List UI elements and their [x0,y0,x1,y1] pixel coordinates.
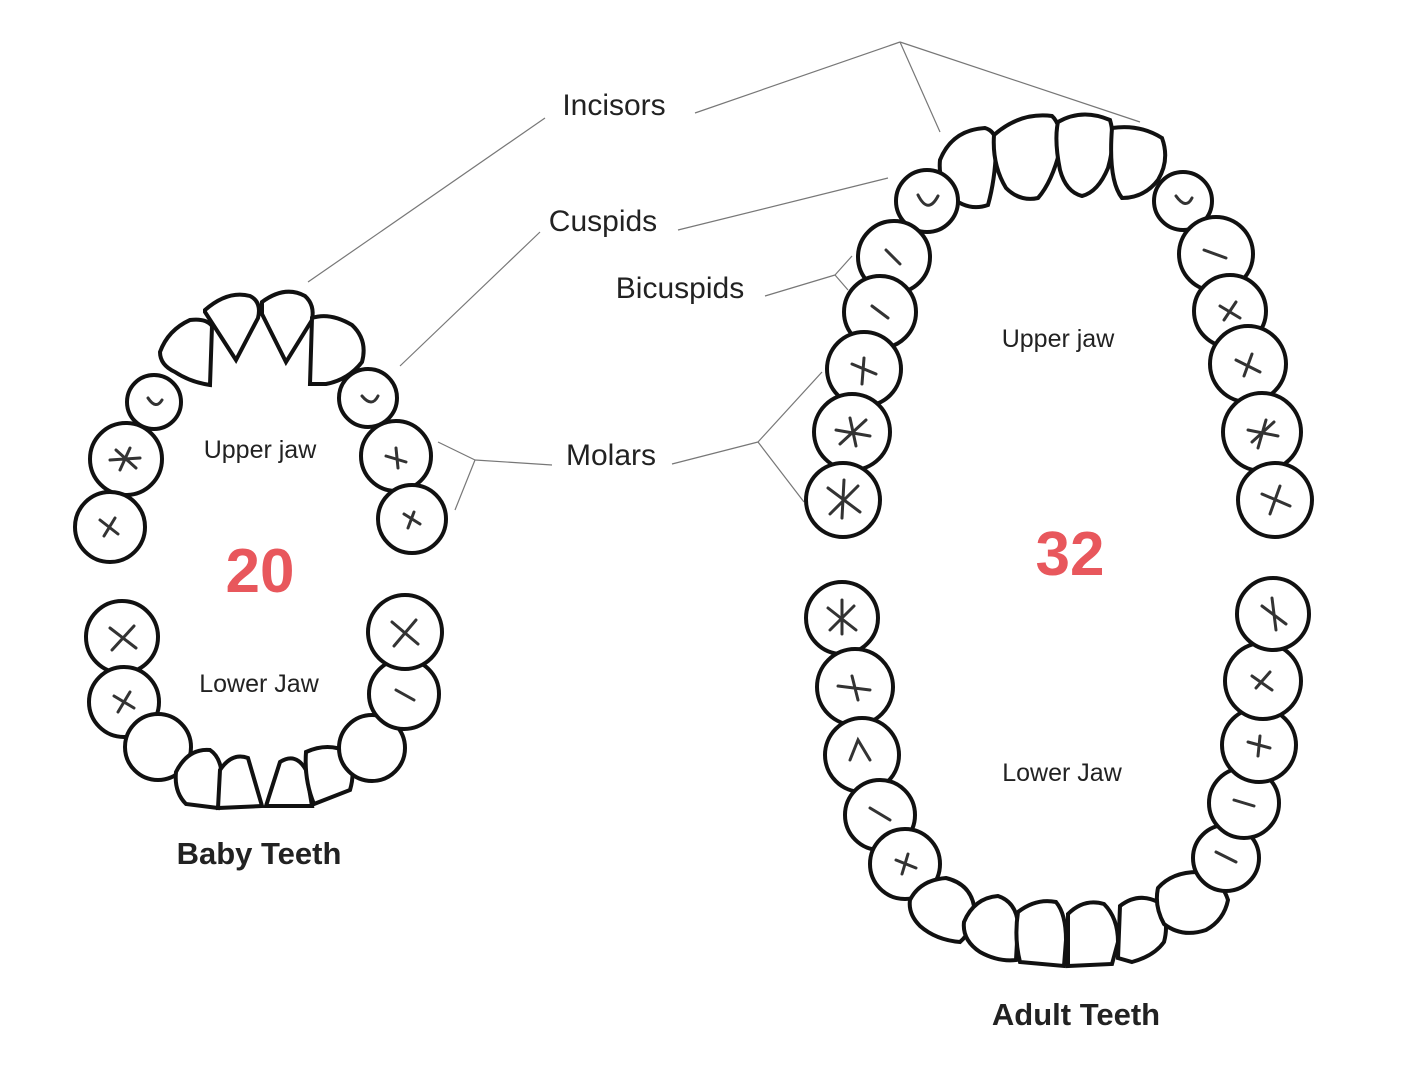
adult-upper-incisor-tooth [1109,125,1168,201]
leader-molars-baby-a [437,441,476,461]
baby-lower-incisor-tooth [215,754,265,811]
adult-lower-incisor-tooth [1066,900,1121,969]
adult-upper-incisor-tooth [1054,112,1115,199]
baby-upper-arch [73,289,448,564]
adult-upper-cuspid-tooth [894,168,960,234]
tooth-fissure [1232,798,1256,808]
leader-bicuspids-adult [764,274,836,297]
leader-cuspids-adult [677,177,889,231]
tooth-fissure [1218,300,1242,322]
tooth-fissure [98,516,120,538]
leader-bicuspids-adult-b [834,274,849,291]
adult-teeth-title: Adult Teeth [992,997,1160,1032]
label-molars: Molars [566,439,656,472]
baby-upper-jaw-label: Upper jaw [204,436,317,464]
adult-lower-jaw-label: Lower Jaw [1002,759,1122,787]
tooth-fissure [390,618,420,648]
tooth-fissure [108,624,138,652]
adult-lower-arch [804,576,1311,969]
label-cuspids: Cuspids [549,205,657,238]
tooth-fissure [1246,734,1272,758]
tooth-fissure [1260,484,1292,516]
tooth-fissure [836,674,872,702]
leader-incisors-adult-b [899,41,1141,123]
tooth-fissure [868,806,892,822]
leader-bicuspids-adult-a [834,255,853,276]
tooth-fissure [850,356,878,386]
tooth-fissure [884,248,902,266]
tooth-fissure [1246,418,1280,450]
leader-molars-adult [671,441,759,465]
baby-labels: Upper jaw 20 Lower Jaw Baby Teeth [177,436,342,871]
tooth-fissure [916,193,940,207]
baby-lower-cuspid-tooth [123,712,193,782]
leader-molars-adult-a [757,371,823,443]
tooth-fissure [1174,194,1194,205]
label-bicuspids: Bicuspids [616,272,744,305]
category-labels: Incisors Cuspids Bicuspids Molars [549,89,744,472]
leader-molars-baby [474,459,553,466]
leader-lines [307,41,1141,511]
tooth-fissure [1214,850,1238,864]
tooth-fissure [1250,670,1274,692]
label-incisors: Incisors [562,89,665,122]
tooth-fissure [384,446,408,470]
baby-upper-incisor-tooth [203,292,261,364]
tooth-fissure [108,446,142,472]
tooth-fissure [360,394,380,404]
adult-upper-jaw-label: Upper jaw [1002,325,1115,353]
baby-lower-cuspid-tooth [337,713,407,783]
tooth-fissure [894,852,918,876]
baby-upper-incisor-tooth [260,289,315,367]
tooth-fissure [826,598,858,636]
leader-incisors-adult [694,41,901,114]
baby-lower-arch [84,593,444,811]
leader-incisors-adult-a [899,41,941,133]
baby-upper-cuspid-tooth [125,373,183,431]
tooth-fissure [394,688,416,702]
tooth-fissure [826,478,862,520]
tooth-fissure [146,396,164,406]
adult-upper-arch [804,112,1314,539]
baby-upper-cuspid-tooth [337,367,399,429]
leader-molars-adult-b [757,441,805,503]
baby-upper-incisor-tooth [157,317,215,388]
tooth-fissure [402,510,422,530]
tooth-fissure [848,736,872,762]
leader-incisors-baby [307,117,546,283]
tooth-fissure [870,304,890,320]
adult-upper-incisor-tooth [991,113,1063,201]
baby-lower-incisor-tooth [173,747,225,811]
baby-upper-incisor-tooth [307,314,366,386]
tooth-fissure [1234,352,1262,378]
tooth-fissure [1202,248,1228,260]
adult-teeth-count: 32 [1036,520,1105,589]
adult-labels: Upper jaw 32 Lower Jaw Adult Teeth [992,325,1160,1032]
leader-cuspids-baby [399,231,541,367]
adult-upper-cuspid-tooth [1152,170,1214,232]
baby-lower-jaw-label: Lower Jaw [199,670,319,698]
baby-teeth-title: Baby Teeth [177,836,342,871]
leader-molars-baby-b [454,459,476,511]
tooth-fissure [834,416,872,448]
tooth-fissure [112,690,136,714]
tooth-fissure [1260,596,1288,632]
baby-teeth-count: 20 [226,537,295,606]
adult-lower-incisor-tooth [1014,899,1069,969]
